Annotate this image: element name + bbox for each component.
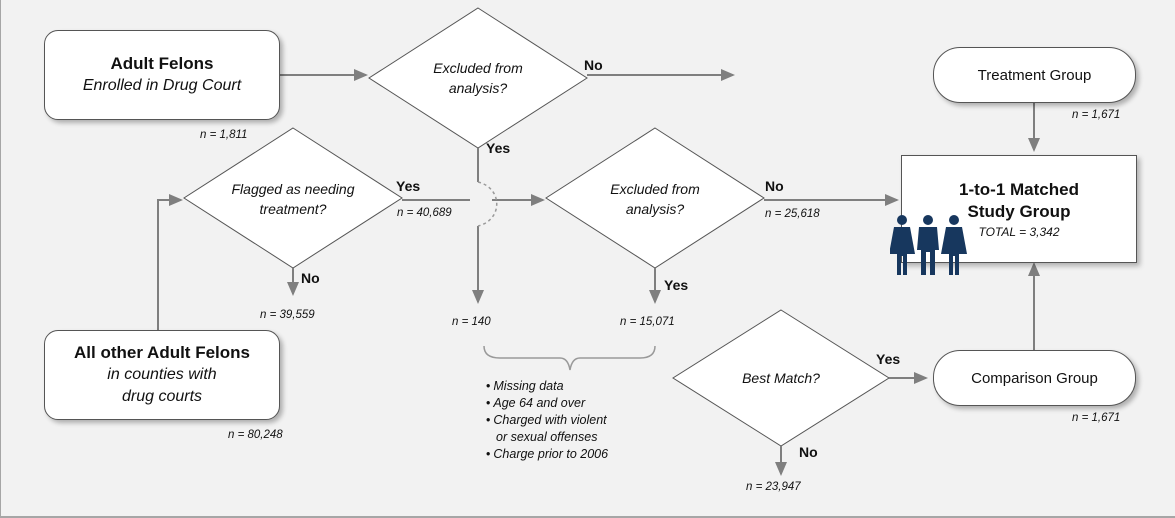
exclusion-brace xyxy=(483,345,656,371)
node-drug-court-felons: Adult Felons Enrolled in Drug Court xyxy=(44,30,280,120)
edge-label-yes-flagged: Yes xyxy=(396,178,421,194)
count-other-felons: n = 80,248 xyxy=(228,429,283,441)
count-flagged-yes: n = 40,689 xyxy=(397,207,452,219)
criteria-item: •Age 64 and over xyxy=(486,396,586,410)
criteria-item: •Charge prior to 2006 xyxy=(486,447,609,461)
decision-excluded-top-line2: analysis? xyxy=(448,80,508,96)
decision-flagged-line2: treatment? xyxy=(259,201,327,217)
decision-best-match: Best Match? xyxy=(711,366,851,390)
arrow-other-felons-to-flagged xyxy=(157,194,183,330)
node-drug-court-title: Adult Felons xyxy=(110,54,214,73)
frame-bottom-border xyxy=(0,516,1175,518)
exclusion-criteria-list: •Missing data •Age 64 and over •Charged … xyxy=(486,378,608,463)
node-matched-title-line2: Study Group xyxy=(967,202,1071,221)
node-other-felons-subtitle-line1: in counties with xyxy=(107,366,217,383)
line-hop-crossing xyxy=(477,181,498,227)
count-comparison: n = 1,671 xyxy=(1072,412,1121,424)
edge-label-yes-excluded-mid: Yes xyxy=(664,277,689,293)
decision-excluded-mid: Excluded from analysis? xyxy=(575,176,735,222)
count-excluded-mid-no: n = 25,618 xyxy=(765,208,820,220)
decision-flagged-line1: Flagged as needing xyxy=(231,181,355,197)
count-excluded-mid-yes: n = 15,071 xyxy=(620,316,675,328)
edge-label-yes-best-match: Yes xyxy=(876,351,901,367)
criteria-text: Age 64 and over xyxy=(493,396,586,410)
decision-best-match-line1: Best Match? xyxy=(742,370,820,386)
criteria-text: Charged with violent xyxy=(493,413,607,427)
node-drug-court-subtitle: Enrolled in Drug Court xyxy=(82,77,242,94)
criteria-text: Charge prior to 2006 xyxy=(493,447,609,461)
edge-label-no-excluded-mid: No xyxy=(765,178,784,194)
decision-excluded-top-line1: Excluded from xyxy=(433,60,523,76)
node-other-felons: All other Adult Felons in counties with … xyxy=(44,330,280,420)
node-other-felons-title: All other Adult Felons xyxy=(74,343,250,362)
decision-excluded-mid-line2: analysis? xyxy=(625,201,685,217)
people-group-icon xyxy=(890,215,967,275)
node-matched-study-group: 1-to-1 Matched Study Group TOTAL = 3,342 xyxy=(901,155,1137,263)
decision-flagged: Flagged as needing treatment? xyxy=(208,176,378,222)
node-comparison-group: Comparison Group xyxy=(933,350,1136,406)
edge-label-no-flagged: No xyxy=(301,270,320,286)
criteria-item: or sexual offenses xyxy=(486,429,608,446)
node-matched-title-line1: 1-to-1 Matched xyxy=(959,180,1079,199)
count-flagged-no: n = 39,559 xyxy=(260,309,315,321)
decision-excluded-mid-line1: Excluded from xyxy=(610,181,700,197)
frame-left-border xyxy=(0,0,1,518)
decision-excluded-top: Excluded from analysis? xyxy=(398,55,558,101)
criteria-item: •Charged with violent xyxy=(486,413,607,427)
node-other-felons-subtitle-line2: drug courts xyxy=(121,388,203,405)
criteria-text: Missing data xyxy=(493,379,564,393)
criteria-item: •Missing data xyxy=(486,379,564,393)
edge-label-yes-excluded-top: Yes xyxy=(486,140,511,156)
count-drug-court: n = 1,811 xyxy=(200,129,248,141)
criteria-text: or sexual offenses xyxy=(496,430,598,444)
edge-label-no-excluded-top: No xyxy=(584,57,603,73)
node-matched-total: TOTAL = 3,342 xyxy=(978,225,1060,239)
node-treatment-label: Treatment Group xyxy=(977,66,1092,84)
count-excluded-top-yes: n = 140 xyxy=(452,316,491,328)
count-best-match-no: n = 23,947 xyxy=(746,481,801,493)
node-treatment-group: Treatment Group xyxy=(933,47,1136,103)
count-treatment: n = 1,671 xyxy=(1072,109,1121,121)
node-comparison-label: Comparison Group xyxy=(971,369,1098,387)
edge-label-no-best-match: No xyxy=(799,444,818,460)
